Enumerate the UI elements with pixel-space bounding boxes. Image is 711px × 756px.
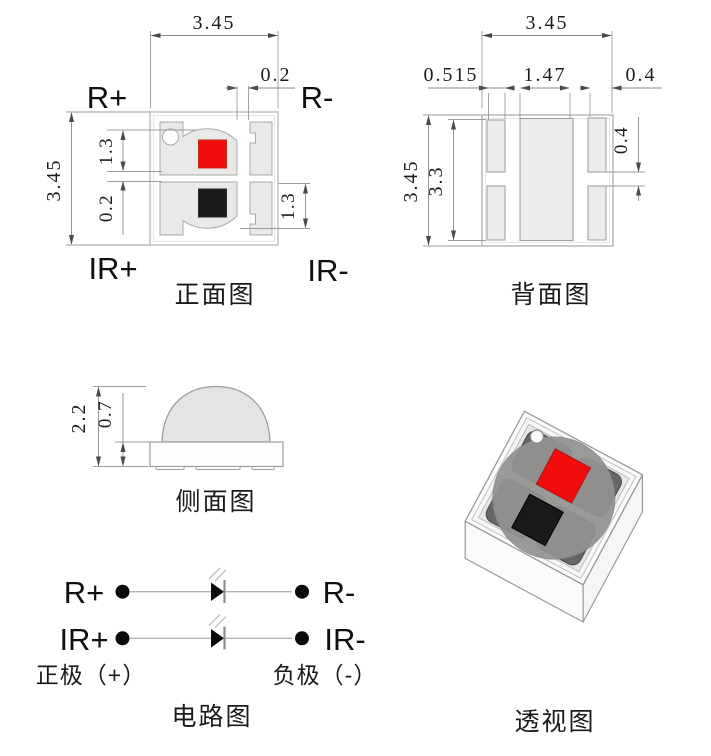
front-pad-ir-cathode xyxy=(249,181,273,236)
terminal-label-r-plus: R+ xyxy=(87,80,128,115)
back-view: 3.45 0.515 1.47 0.4 3.45 3.3 0.4 背面图 xyxy=(400,12,662,309)
silicone-dome xyxy=(161,385,271,443)
circuit-label-r-plus: R+ xyxy=(64,575,105,610)
front-dim-lower-pad: 1.3 xyxy=(278,192,299,220)
front-dim-center-gap: 0.2 xyxy=(96,194,117,222)
circuit-label-ir-plus: IR+ xyxy=(59,622,108,657)
back-pad-right-top xyxy=(587,117,607,173)
back-dim-inner-height: 3.3 xyxy=(425,166,447,197)
front-dim-top-gap: 0.2 xyxy=(261,64,292,86)
node-dot xyxy=(115,584,130,599)
side-view: 2.2 0.7 侧面图 xyxy=(68,385,284,516)
terminal-label-ir-plus: IR+ xyxy=(88,251,137,286)
node-dot xyxy=(115,631,130,646)
circuit-row-ir xyxy=(115,614,309,650)
circuit-label-ir-minus: IR- xyxy=(324,622,365,657)
diode-triangle xyxy=(211,582,224,601)
base-bottom-pads xyxy=(155,466,275,470)
back-pad-center xyxy=(519,118,574,241)
package-top-face xyxy=(464,410,644,586)
back-view-title: 背面图 xyxy=(510,281,591,309)
back-dim-right-margin: 0.4 xyxy=(626,64,657,86)
led-emission-marks xyxy=(208,614,227,628)
pin1-marker-circle xyxy=(162,128,179,146)
front-dimension-lines xyxy=(66,31,310,246)
anode-label: 正极（+） xyxy=(36,662,146,688)
terminal-label-ir-minus: IR- xyxy=(307,253,348,288)
circuit-label-r-minus: R- xyxy=(323,575,356,610)
ceramic-base xyxy=(149,441,284,468)
red-led-chip-3d xyxy=(535,448,592,504)
front-view-title: 正面图 xyxy=(174,281,255,309)
circuit-title: 电路图 xyxy=(171,703,252,731)
side-view-title: 侧面图 xyxy=(175,488,256,516)
back-pad-right-bottom xyxy=(587,185,607,241)
terminal-label-r-minus: R- xyxy=(301,80,334,115)
front-pad-r-cathode xyxy=(249,121,273,176)
back-pad-left-bottom xyxy=(486,185,506,241)
pin1-marker-circle-3d xyxy=(529,429,544,444)
front-dim-height: 3.45 xyxy=(43,159,65,202)
ir-led-chip-3d xyxy=(511,493,564,547)
circuit-row-red xyxy=(115,567,309,603)
red-led-chip xyxy=(198,139,227,169)
led-emission-marks xyxy=(208,567,227,582)
perspective-title: 透视图 xyxy=(514,708,595,736)
back-dim-right-gap: 0.4 xyxy=(611,126,632,154)
front-package-inner-edge xyxy=(153,115,275,242)
circuit-diagram: R+ R- IR+ IR- 正极（+） 负极（-） 电路图 xyxy=(36,567,378,731)
cathode-label: 负极（-） xyxy=(273,662,378,688)
ir-led-chip xyxy=(198,188,227,218)
node-dot xyxy=(295,584,309,599)
node-dot xyxy=(295,631,309,646)
front-dim-upper-pad: 1.3 xyxy=(96,137,117,165)
back-pad-left-top xyxy=(486,119,506,173)
front-dim-width: 3.45 xyxy=(193,12,236,34)
back-dim-width: 3.45 xyxy=(526,12,569,34)
diode-triangle xyxy=(211,629,224,648)
front-view: 3.45 0.2 3.45 1.3 0.2 1.3 R+ R- IR+ IR- … xyxy=(43,12,349,309)
side-dimension-lines xyxy=(93,386,150,467)
back-dimension-lines xyxy=(423,31,662,247)
side-dim-total-height: 2.2 xyxy=(68,403,90,434)
back-dim-center-pad: 1.47 xyxy=(524,64,567,86)
perspective-view: 透视图 xyxy=(464,410,644,736)
back-dim-left-pad: 0.515 xyxy=(424,64,479,86)
side-dim-base-height: 0.7 xyxy=(95,400,116,428)
back-dim-height: 3.45 xyxy=(400,160,422,203)
